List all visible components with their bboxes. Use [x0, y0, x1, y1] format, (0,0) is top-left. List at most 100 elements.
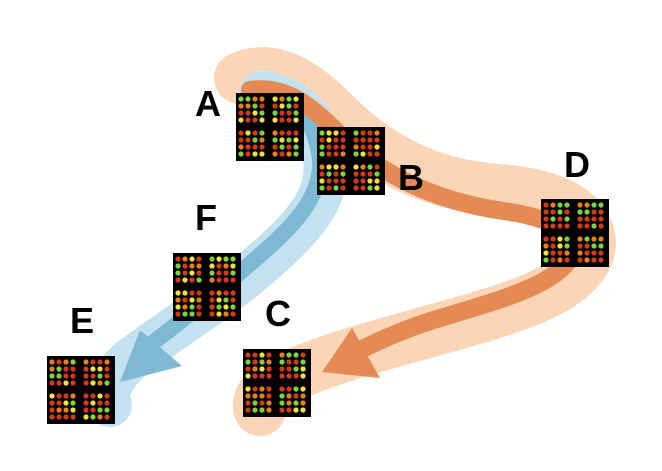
label-d: D [564, 144, 590, 185]
spot [293, 144, 299, 150]
label-f: F [195, 197, 217, 238]
spot [319, 185, 325, 191]
spot [259, 407, 265, 413]
spot [259, 366, 265, 372]
spot [182, 270, 188, 276]
spot [333, 171, 339, 177]
spot [252, 366, 258, 372]
spot [279, 144, 285, 150]
spot [360, 151, 366, 157]
spot [259, 117, 265, 123]
spot [245, 393, 251, 399]
microarray-spots [238, 96, 299, 157]
spot [550, 257, 556, 263]
spot [252, 96, 258, 102]
spot [367, 144, 373, 150]
spot [319, 171, 325, 177]
spot [245, 103, 251, 109]
spot [245, 352, 251, 358]
spot [97, 380, 103, 386]
spot [543, 202, 549, 208]
spot [104, 373, 110, 379]
spot [326, 130, 332, 136]
spot [543, 257, 549, 263]
spot [591, 202, 597, 208]
microarray-b [317, 127, 385, 195]
spot [272, 96, 278, 102]
spot [245, 130, 251, 136]
spot [245, 117, 251, 123]
spot [182, 277, 188, 283]
spot [591, 257, 597, 263]
spot [360, 164, 366, 170]
label-a: A [195, 83, 221, 124]
spot [175, 304, 181, 310]
spot [367, 185, 373, 191]
spot [70, 414, 76, 420]
spot [189, 270, 195, 276]
spot [340, 151, 346, 157]
spot [333, 178, 339, 184]
spot [230, 311, 236, 317]
spot [189, 297, 195, 303]
spot [598, 209, 604, 215]
spot [63, 366, 69, 372]
microarray-c [243, 349, 311, 417]
spot [326, 151, 332, 157]
spot [564, 236, 570, 242]
spot [564, 202, 570, 208]
spot [598, 236, 604, 242]
spot [97, 400, 103, 406]
spot [189, 311, 195, 317]
spot [543, 236, 549, 242]
spot [550, 250, 556, 256]
spot [598, 216, 604, 222]
spot [340, 130, 346, 136]
spot [367, 151, 373, 157]
spot [333, 185, 339, 191]
spot [584, 223, 590, 229]
spot [367, 171, 373, 177]
spot [259, 373, 265, 379]
spot [56, 359, 62, 365]
spot [353, 185, 359, 191]
spot [182, 256, 188, 262]
spot [279, 352, 285, 358]
spot [293, 96, 299, 102]
spot [223, 263, 229, 269]
spot [326, 185, 332, 191]
spot [293, 400, 299, 406]
spot [182, 297, 188, 303]
spot [90, 400, 96, 406]
spot [259, 352, 265, 358]
spot [577, 257, 583, 263]
spot [598, 243, 604, 249]
spot [326, 171, 332, 177]
spot [286, 373, 292, 379]
spot [564, 223, 570, 229]
spot [353, 151, 359, 157]
spot [238, 103, 244, 109]
spot [326, 144, 332, 150]
spot [49, 400, 55, 406]
spot [245, 110, 251, 116]
spot [56, 380, 62, 386]
spot [63, 407, 69, 413]
spot [245, 366, 251, 372]
spot [259, 359, 265, 365]
spot [196, 290, 202, 296]
spot [286, 144, 292, 150]
spot [56, 366, 62, 372]
spot [300, 393, 306, 399]
spot [266, 407, 272, 413]
spot [340, 185, 346, 191]
spot [286, 103, 292, 109]
orange-arrowhead [322, 328, 380, 378]
spot [63, 393, 69, 399]
spot [70, 373, 76, 379]
spot [252, 373, 258, 379]
spot [245, 373, 251, 379]
spot [104, 407, 110, 413]
spot [557, 209, 563, 215]
spot [550, 209, 556, 215]
